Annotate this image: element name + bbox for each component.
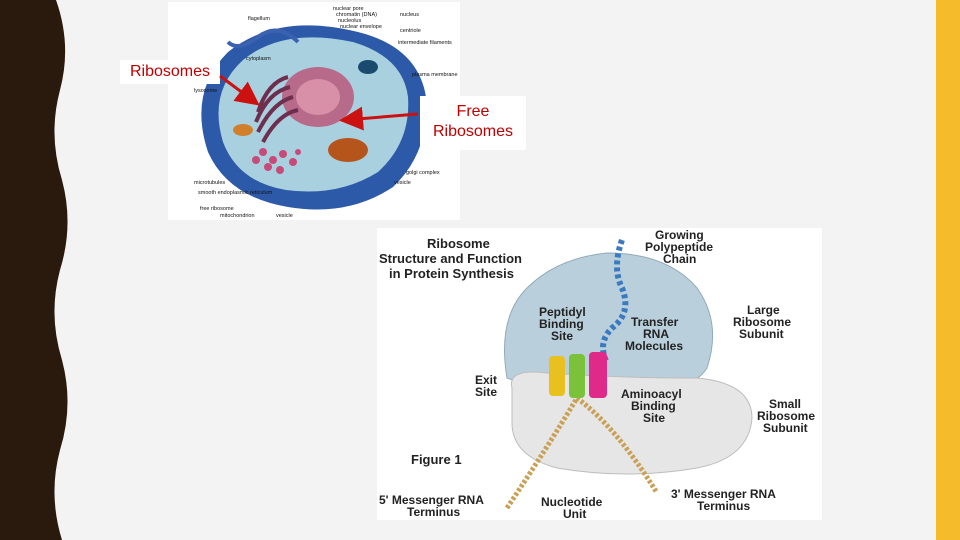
ribosome-labels: Ribosome Structure and Function in Prote… <box>379 228 815 521</box>
nucleotide-line2: Unit <box>563 507 586 520</box>
trna-peptidyl <box>569 354 585 398</box>
five-prime-line1: 5' Messenger RNA <box>379 493 484 507</box>
title-line2: Structure and Function <box>379 251 522 266</box>
label-plasma-membrane: plasma membrane <box>412 72 458 78</box>
trna-aminoacyl <box>589 352 607 398</box>
cell-labels: nuclear pore chromatin (DNA) nucleolus n… <box>194 6 458 219</box>
label-smooth-er: smooth endoplasmic reticulum <box>198 190 273 196</box>
callout-ribosomes: Ribosomes <box>120 60 220 84</box>
small-line3: Subunit <box>763 421 808 435</box>
ribosome-illustration: Ribosome Structure and Function in Prote… <box>379 228 815 521</box>
large-line3: Subunit <box>739 327 784 341</box>
callout-free-line2: Ribosomes <box>432 123 514 140</box>
exit-line1: Exit <box>475 373 497 387</box>
label-microtubules: microtubules <box>194 180 225 186</box>
large-line1: Large <box>747 303 780 317</box>
nucleotide-line1: Nucleotide <box>541 495 603 509</box>
left-decorative-bar <box>0 0 68 540</box>
aminoacyl-line1: Aminoacyl <box>621 387 682 401</box>
mitochondrion-small-shape <box>233 124 253 136</box>
small-line2: Ribosome <box>757 409 815 423</box>
label-flagellum: flagellum <box>248 16 270 22</box>
mitochondrion-shape <box>328 138 368 162</box>
nucleolus-shape <box>296 79 340 115</box>
transfer-line1: Transfer <box>631 315 679 329</box>
ribosome-dots <box>252 148 301 174</box>
label-free-ribosome: free ribosome <box>200 206 234 212</box>
label-chromatin: chromatin (DNA) <box>336 12 377 18</box>
callout-free-ribosomes: Free Ribosomes <box>420 96 526 150</box>
label-vesicle-right: vesicle <box>394 180 411 186</box>
label-nucleus: nucleus <box>400 12 419 18</box>
transfer-line2: RNA <box>643 327 669 341</box>
label-mitochondrion: mitochondrion <box>220 213 255 219</box>
five-prime-line2: Terminus <box>407 505 460 519</box>
label-nuclear-envelope: nuclear envelope <box>340 24 382 30</box>
exit-line2: Site <box>475 385 497 399</box>
cell-illustration: nuclear pore chromatin (DNA) nucleolus n… <box>194 6 458 219</box>
right-accent-bar <box>936 0 960 540</box>
three-prime-line2: Terminus <box>697 499 750 513</box>
ribosome-structure-image: Ribosome Structure and Function in Prote… <box>377 228 822 521</box>
peptidyl-line2: Binding <box>539 317 584 331</box>
peptidyl-line3: Site <box>551 329 573 343</box>
label-nuclear-pore: nuclear pore <box>333 6 364 12</box>
label-cytoplasm: cytoplasm <box>246 56 271 62</box>
label-vesicle: vesicle <box>276 213 293 219</box>
callout-free-line1: Free <box>456 103 490 120</box>
label-golgi: golgi complex <box>406 170 440 176</box>
growing-line3: Chain <box>663 252 696 266</box>
three-prime-line1: 3' Messenger RNA <box>671 487 776 501</box>
label-nucleolus: nucleolus <box>338 18 361 24</box>
aminoacyl-line2: Binding <box>631 399 676 413</box>
centriole-shape <box>358 60 378 74</box>
small-line1: Small <box>769 397 801 411</box>
label-lysosome: lysosome <box>194 88 217 94</box>
growing-line1: Growing <box>655 228 704 242</box>
label-intermediate-filaments: intermediate filaments <box>398 40 452 46</box>
trna-exit <box>549 356 565 396</box>
aminoacyl-line3: Site <box>643 411 665 425</box>
cell-diagram-image: nuclear pore chromatin (DNA) nucleolus n… <box>168 2 460 220</box>
rough-er-shape <box>254 75 299 143</box>
growing-line2: Polypeptide <box>645 240 713 254</box>
title-line3: in Protein Synthesis <box>389 266 514 281</box>
polypeptide-chain <box>600 238 629 365</box>
large-line2: Ribosome <box>733 315 791 329</box>
transfer-line3: Molecules <box>625 339 683 353</box>
mrna-strand <box>504 396 660 510</box>
peptidyl-line1: Peptidyl <box>539 305 586 319</box>
label-centriole: centriole <box>400 28 421 34</box>
figure-label: Figure 1 <box>411 452 462 467</box>
flagellum-shape <box>226 28 300 48</box>
title-line1: Ribosome <box>427 236 490 251</box>
